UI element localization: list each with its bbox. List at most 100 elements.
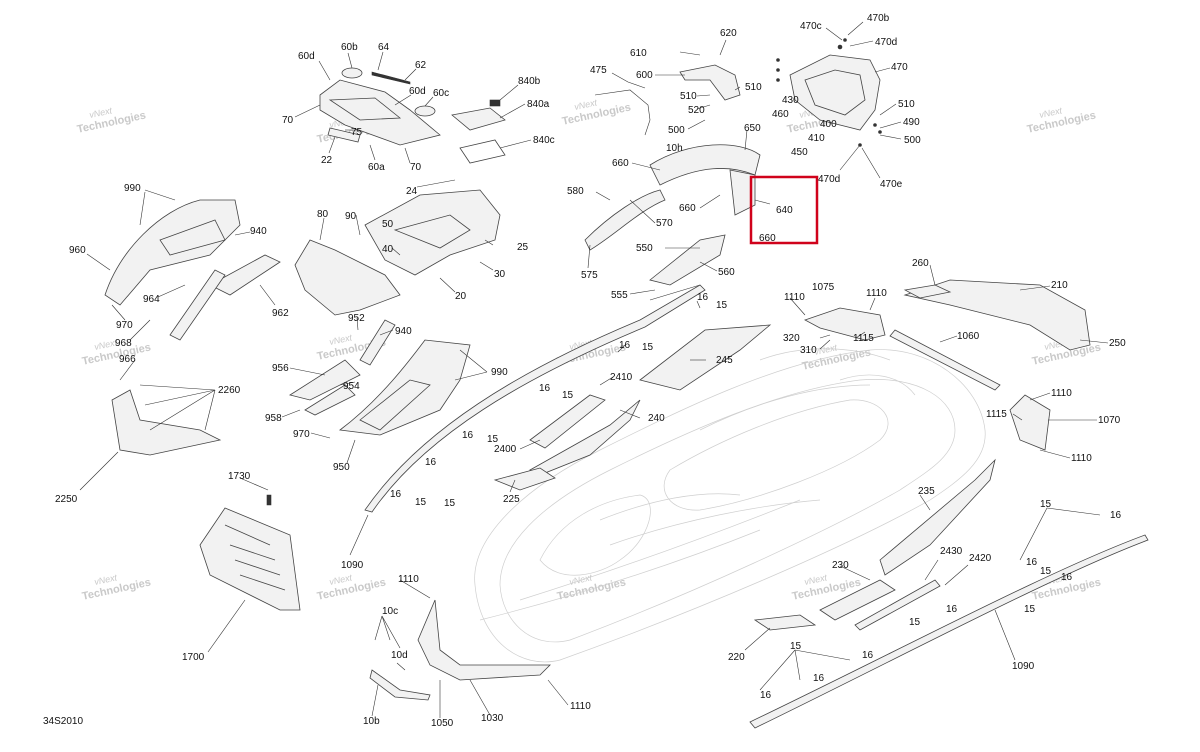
part-label: 470b	[867, 13, 890, 24]
watermark: vNext Technologies	[76, 105, 147, 136]
part-label: 575	[581, 270, 598, 281]
part-label: 16	[1061, 572, 1073, 583]
part-label: 640	[776, 205, 793, 216]
watermark-line1: vNext	[568, 572, 593, 587]
part-label: 460	[772, 109, 789, 120]
part-label: 2260	[218, 385, 241, 396]
part-label: 610	[630, 48, 647, 59]
part-label: 990	[124, 183, 141, 194]
part-label: 966	[119, 354, 136, 365]
part-label: 16	[813, 673, 825, 684]
part-label: 15	[562, 390, 574, 401]
part-label: 1115	[986, 409, 1007, 420]
part-label: 954	[343, 381, 360, 392]
part-label: 950	[333, 462, 350, 473]
watermark-line1: vNext	[93, 337, 118, 352]
part-labels: 60b 64 60d 62 60d 60c 70 75 22 60a 70 84…	[43, 13, 1126, 729]
part-label: 956	[272, 363, 289, 374]
part-label: 30	[494, 269, 506, 280]
part-label: 964	[143, 294, 160, 305]
watermark-line1: vNext	[803, 572, 828, 587]
part-label: 320	[783, 333, 800, 344]
part-shapes	[104, 38, 1149, 729]
part-label: 580	[567, 186, 584, 197]
part-label: 235	[918, 486, 935, 497]
part-label: 1060	[957, 331, 980, 342]
part-label: 2430	[940, 546, 963, 557]
part-label: 952	[348, 313, 365, 324]
part-label: 60b	[341, 42, 358, 53]
part-label: 16	[760, 690, 772, 701]
part-label: 2420	[969, 553, 992, 564]
part-label: 10c	[382, 606, 398, 617]
part-label: 1730	[228, 471, 251, 482]
part-label: 230	[832, 560, 849, 571]
part-label: 500	[668, 125, 685, 136]
part-label: 470d	[875, 37, 897, 48]
part-label: 940	[250, 226, 267, 237]
part-label: 60a	[368, 162, 385, 173]
part-label: 410	[808, 133, 825, 144]
part-label: 500	[904, 135, 921, 146]
part-label: 60d	[409, 86, 426, 97]
part-label: 958	[265, 413, 282, 424]
part-label: 1110	[398, 574, 419, 585]
hull-outline	[474, 348, 986, 663]
part-label: 555	[611, 290, 628, 301]
part-label: 62	[415, 60, 427, 71]
watermark: vNext Technologies	[81, 337, 152, 368]
part-label: 16	[539, 383, 551, 394]
part-label: 210	[1051, 280, 1068, 291]
watermark-line1: vNext	[328, 572, 353, 587]
part-label: 600	[636, 70, 653, 81]
watermark: vNext Technologies	[1026, 105, 1097, 136]
part-label: 1030	[481, 713, 504, 724]
part-label: 64	[378, 42, 390, 53]
part-label: 660	[679, 203, 696, 214]
part-label: 470e	[880, 179, 903, 190]
part-label: 550	[636, 243, 653, 254]
part-label: 1050	[431, 718, 454, 729]
watermark-line1: vNext	[88, 105, 113, 120]
part-label: 1110	[866, 288, 887, 299]
part-label: 1110	[1051, 388, 1072, 399]
part-label: 15	[444, 498, 456, 509]
highlight-box	[749, 175, 819, 245]
part-label: 260	[912, 258, 929, 269]
part-label: 16	[697, 292, 709, 303]
part-label: 2410	[610, 372, 633, 383]
part-label: 520	[688, 105, 705, 116]
part-label: 470d	[818, 174, 840, 185]
part-label: 490	[903, 117, 920, 128]
part-label: 16	[862, 650, 874, 661]
part-label: 16	[1110, 510, 1122, 521]
part-label: 400	[820, 119, 837, 130]
part-label: 16	[462, 430, 474, 441]
part-label: 20	[455, 291, 467, 302]
part-label: 1700	[182, 652, 205, 663]
part-label: 840c	[533, 135, 555, 146]
part-label: 15	[415, 497, 427, 508]
watermark-line1: vNext	[813, 342, 838, 357]
watermark: vNext Technologies	[81, 572, 152, 603]
part-label: 10b	[363, 716, 380, 727]
part-label: 15	[909, 617, 921, 628]
part-label: 510	[745, 82, 762, 93]
part-label: 2400	[494, 444, 517, 455]
part-label: 1110	[784, 292, 805, 303]
part-label: 962	[272, 308, 289, 319]
part-label: 16	[425, 457, 437, 468]
part-label: 10d	[391, 650, 408, 661]
part-label: 2250	[55, 494, 78, 505]
part-label: 15	[642, 342, 654, 353]
part-label: 1110	[1071, 453, 1092, 464]
part-label: 15	[487, 434, 499, 445]
part-label: 90	[345, 211, 357, 222]
part-label: 250	[1109, 338, 1126, 349]
part-label: 25	[517, 242, 529, 253]
part-label: 470	[891, 62, 908, 73]
part-label: 310	[800, 345, 817, 356]
part-label: 40	[382, 244, 394, 255]
watermark-line1: vNext	[328, 332, 353, 347]
